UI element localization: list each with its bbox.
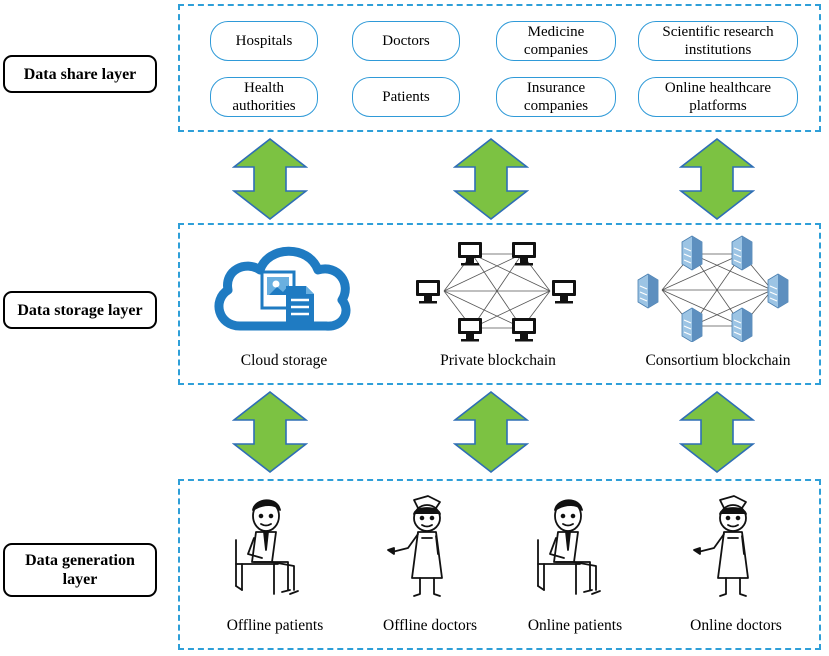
doctor-icon bbox=[387, 495, 443, 597]
data-share-layer-label: Data share layer bbox=[3, 55, 157, 93]
entity-hospitals: Hospitals bbox=[210, 21, 318, 61]
offline-doctors-caption: Offline doctors bbox=[383, 617, 477, 634]
seated-patient-icon bbox=[235, 499, 299, 595]
entity-insurance-companies: Insurance companies bbox=[496, 77, 616, 117]
double-arrow-icon bbox=[232, 137, 308, 221]
consortium-blockchain-network-icon bbox=[637, 235, 789, 342]
data-storage-layer-box bbox=[178, 223, 821, 385]
entity-online-healthcare-platforms: Online healthcare platforms bbox=[638, 77, 798, 117]
data-generation-layer-box bbox=[178, 479, 821, 650]
seated-patient-icon bbox=[537, 499, 601, 595]
online-patients-caption: Online patients bbox=[527, 617, 623, 634]
entity-doctors: Doctors bbox=[352, 21, 460, 61]
data-storage-layer-label: Data storage layer bbox=[3, 291, 157, 329]
online-doctors-caption: Online doctors bbox=[690, 617, 782, 634]
entity-scientific-research-institutions: Scientific research institutions bbox=[638, 21, 798, 61]
double-arrow-icon bbox=[232, 390, 308, 474]
double-arrow-icon bbox=[679, 390, 755, 474]
data-generation-layer-label: Data generation layer bbox=[3, 543, 157, 597]
offline-patients-caption: Offline patients bbox=[226, 617, 324, 634]
double-arrow-icon bbox=[453, 137, 529, 221]
double-arrow-icon bbox=[453, 390, 529, 474]
data-share-layer-box bbox=[178, 4, 821, 132]
doctor-icon bbox=[693, 495, 749, 597]
private-blockchain-caption: Private blockchain bbox=[440, 352, 556, 369]
private-blockchain-network-icon bbox=[416, 242, 576, 342]
entity-medicine-companies: Medicine companies bbox=[496, 21, 616, 61]
entity-health-authorities: Health authorities bbox=[210, 77, 318, 117]
consortium-blockchain-caption: Consortium blockchain bbox=[645, 352, 791, 369]
entity-patients: Patients bbox=[352, 77, 460, 117]
cloud-storage-caption: Cloud storage bbox=[240, 352, 328, 369]
double-arrow-icon bbox=[679, 137, 755, 221]
cloud-storage-icon bbox=[214, 246, 351, 331]
